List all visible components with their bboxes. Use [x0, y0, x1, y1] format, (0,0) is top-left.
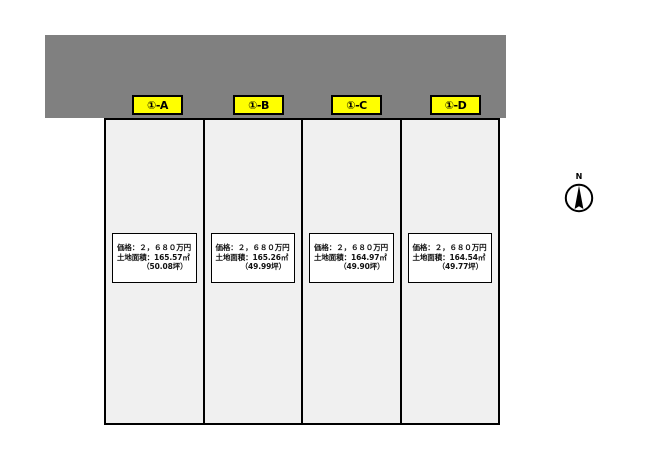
lot-tag-c[interactable]: ①-C [331, 95, 382, 115]
lot-b[interactable]: 価格：２，６８０万円 土地面積：165.26㎡ （49.99坪） [204, 120, 303, 423]
lot-b-price: 価格：２，６８０万円 [215, 243, 290, 252]
lot-a-area-sqm: 土地面積：165.57㎡ [117, 252, 190, 262]
lot-b-area-sqm: 土地面積：165.26㎡ [215, 252, 289, 262]
lot-c-price: 価格：２，６８０万円 [314, 243, 388, 252]
lot-a-price: 価格：２，６８０万円 [117, 243, 191, 252]
lot-block: 価格：２，６８０万円 土地面積：165.57㎡ （50.08坪） 価格：２，６８… [104, 118, 500, 425]
lot-d-price: 価格：２，６８０万円 [412, 243, 487, 252]
lot-c-area-sqm: 土地面積：164.97㎡ [314, 252, 387, 262]
lot-d-info-box: 価格：２，６８０万円 土地面積：164.54㎡ （49.77坪） [407, 233, 492, 283]
lot-d-area-sqm: 土地面積：164.54㎡ [412, 252, 486, 262]
lot-d[interactable]: 価格：２，６８０万円 土地面積：164.54㎡ （49.77坪） [401, 120, 498, 423]
lot-b-info-box: 価格：２，６８０万円 土地面積：165.26㎡ （49.99坪） [210, 233, 295, 283]
lot-tag-d[interactable]: ①-D [430, 95, 481, 115]
lot-d-area-tsubo: （49.77坪） [437, 262, 484, 271]
lot-a-info-box: 価格：２，６８０万円 土地面積：165.57㎡ （50.08坪） [112, 233, 197, 283]
compass-rose-icon [564, 183, 594, 213]
compass-north-icon: N [561, 172, 597, 224]
lot-tag-b[interactable]: ①-B [233, 95, 284, 115]
lot-c[interactable]: 価格：２，６８０万円 土地面積：164.97㎡ （49.90坪） [303, 120, 402, 423]
lot-b-area-tsubo: （49.99坪） [240, 262, 287, 271]
lot-tag-a[interactable]: ①-A [132, 95, 183, 115]
lot-c-area-tsubo: （49.90坪） [339, 262, 385, 271]
lot-a-area-tsubo: （50.08坪） [142, 262, 188, 271]
compass-north-label: N [575, 172, 583, 181]
lot-c-info-box: 価格：２，６８０万円 土地面積：164.97㎡ （49.90坪） [309, 233, 394, 283]
lot-a[interactable]: 価格：２，６８０万円 土地面積：165.57㎡ （50.08坪） [106, 120, 205, 423]
